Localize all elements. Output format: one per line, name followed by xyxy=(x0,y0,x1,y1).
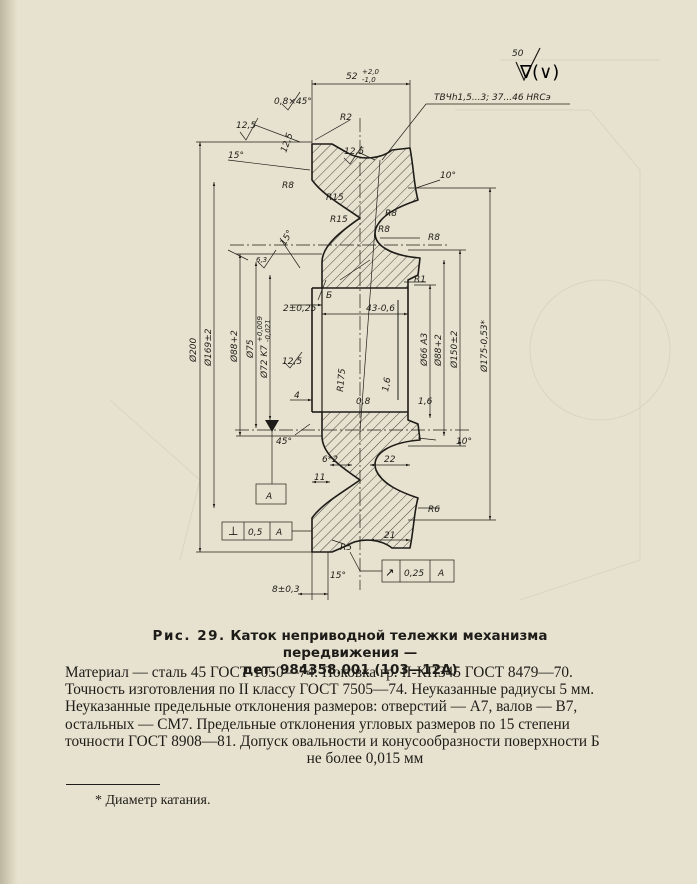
dim-angle-15-bottom: 15° xyxy=(330,571,346,581)
note-line: Материал — сталь 45 ГОСТ 1050—74. Поковк… xyxy=(65,664,573,681)
bore-outline xyxy=(311,288,409,412)
dim-d72-upper: +0,009 xyxy=(256,316,264,342)
wheel-section xyxy=(311,143,421,553)
roughness-symbol xyxy=(515,47,541,82)
note-line: Неуказанные предельные отклонения размер… xyxy=(65,698,578,716)
dim-21: 21 xyxy=(384,531,395,541)
dim-angle-10-top: 10° xyxy=(440,171,456,181)
diameter-dimensions xyxy=(196,80,570,600)
runout-datum: А xyxy=(437,569,444,579)
dim-d150: Ø150±2 xyxy=(449,330,460,369)
dim-d72: Ø72 K7 xyxy=(259,345,270,379)
dim-roughness-c: 12,5 xyxy=(282,357,302,367)
dim-roughness-6-3: 6,3 xyxy=(256,256,267,264)
dim-d72-lower: -0,021 xyxy=(264,319,272,342)
perpendicularity-value: 0,5 xyxy=(248,528,263,538)
dim-1-6-b: 1,6 xyxy=(418,397,433,407)
dim-angle-45: 45° xyxy=(276,437,292,447)
perpendicularity-symbol: ⊥ xyxy=(228,524,238,538)
dim-angle-10-bottom: 10° xyxy=(456,437,472,447)
technical-drawing: 50 ∇(∨) 52 +2,0 -1,0 0,8×45° ТВЧh1,5...3… xyxy=(109,47,671,601)
dim-43: 43-0,6 xyxy=(366,304,395,314)
caption-title-line1: Каток неприводной тележки механизма пере… xyxy=(230,628,548,661)
dim-r8-groove-lower: R8 xyxy=(378,225,390,235)
dim-d88-left: Ø88+2 xyxy=(229,330,240,363)
dim-r8-right: R8 xyxy=(428,233,440,243)
dim-angle-15-side: 15° xyxy=(279,229,296,248)
datum-a-label: А xyxy=(265,492,272,502)
dim-width-total-lower: -1,0 xyxy=(362,76,376,84)
dim-r1: R1 xyxy=(414,275,426,285)
lower-rim-section xyxy=(311,411,421,553)
upper-rim-section xyxy=(311,143,421,289)
dim-d75: Ø75 xyxy=(245,339,256,359)
dim-4: 4 xyxy=(294,391,300,401)
dim-22: 22 xyxy=(384,455,396,465)
note-line: не более 0,015 мм xyxy=(306,750,424,768)
perpendicularity-datum: А xyxy=(275,528,282,538)
surface-b-label: Б xyxy=(326,291,332,301)
dim-r15-b: R15 xyxy=(330,215,348,225)
dim-r6: R6 xyxy=(428,505,440,515)
runout-symbol: ↗ xyxy=(385,566,394,579)
note-line: Точность изготовления по II классу ГОСТ … xyxy=(65,681,595,699)
dim-d169: Ø169±2 xyxy=(203,328,214,367)
dim-width-total: 52 xyxy=(346,72,358,82)
roughness-main: ∇(∨) xyxy=(519,62,559,83)
dim-r175: R175 xyxy=(336,368,348,392)
dim-0-8: 0,8 xyxy=(356,397,371,407)
footnote: * Диаметр катания. xyxy=(95,793,211,808)
runout-value: 0,25 xyxy=(404,569,424,579)
dim-r5: R5 xyxy=(340,543,352,553)
dim-6: 6*2 xyxy=(322,455,338,465)
dim-8: 8±0,3 xyxy=(272,585,300,595)
note-line: остальных — CM7. Предельные отклонения у… xyxy=(65,715,570,733)
page-binding-shadow xyxy=(0,0,18,884)
dim-r8-groove: R8 xyxy=(385,209,397,219)
caption-title-line2: дет. 984358.001 (103—12А) xyxy=(242,662,458,678)
roughness-value: 50 xyxy=(512,49,524,59)
datum-triangle xyxy=(265,420,279,432)
dim-r15-a: R15 xyxy=(326,193,344,203)
dim-2: 2±0,25 xyxy=(283,304,317,314)
dim-d200: Ø200 xyxy=(188,337,199,363)
dim-r2: R2 xyxy=(340,113,352,123)
dim-d66: Ø66 A3 xyxy=(419,332,430,367)
dim-d88-right: Ø88+2 xyxy=(433,334,444,367)
dim-11: 11 xyxy=(314,473,325,483)
figure-caption: Рис. 29. Каток неприводной тележки механ… xyxy=(100,628,600,679)
dim-d175: Ø175-0,53* xyxy=(479,319,490,373)
dim-width-total-upper: +2,0 xyxy=(362,68,380,76)
caption-lead: Рис. 29. xyxy=(152,628,226,644)
footnote-rule xyxy=(66,784,160,785)
dim-chamfer: 0,8×45° xyxy=(274,97,312,107)
dim-1-6-a: 1,6 xyxy=(381,376,393,392)
hardness-note: ТВЧh1,5...3; 37...46 HRCэ xyxy=(434,93,551,103)
dim-roughness-a: 12,5 xyxy=(236,121,256,131)
dim-r8-left: R8 xyxy=(282,181,294,191)
dim-roughness-b: 12,5 xyxy=(344,147,364,157)
note-line: точности ГОСТ 8908—81. Допуск овальности… xyxy=(65,732,600,750)
technical-notes: Материал — сталь 45 ГОСТ 1050—74. Поковк… xyxy=(65,664,665,767)
dim-angle-15-top: 15° xyxy=(228,151,244,161)
